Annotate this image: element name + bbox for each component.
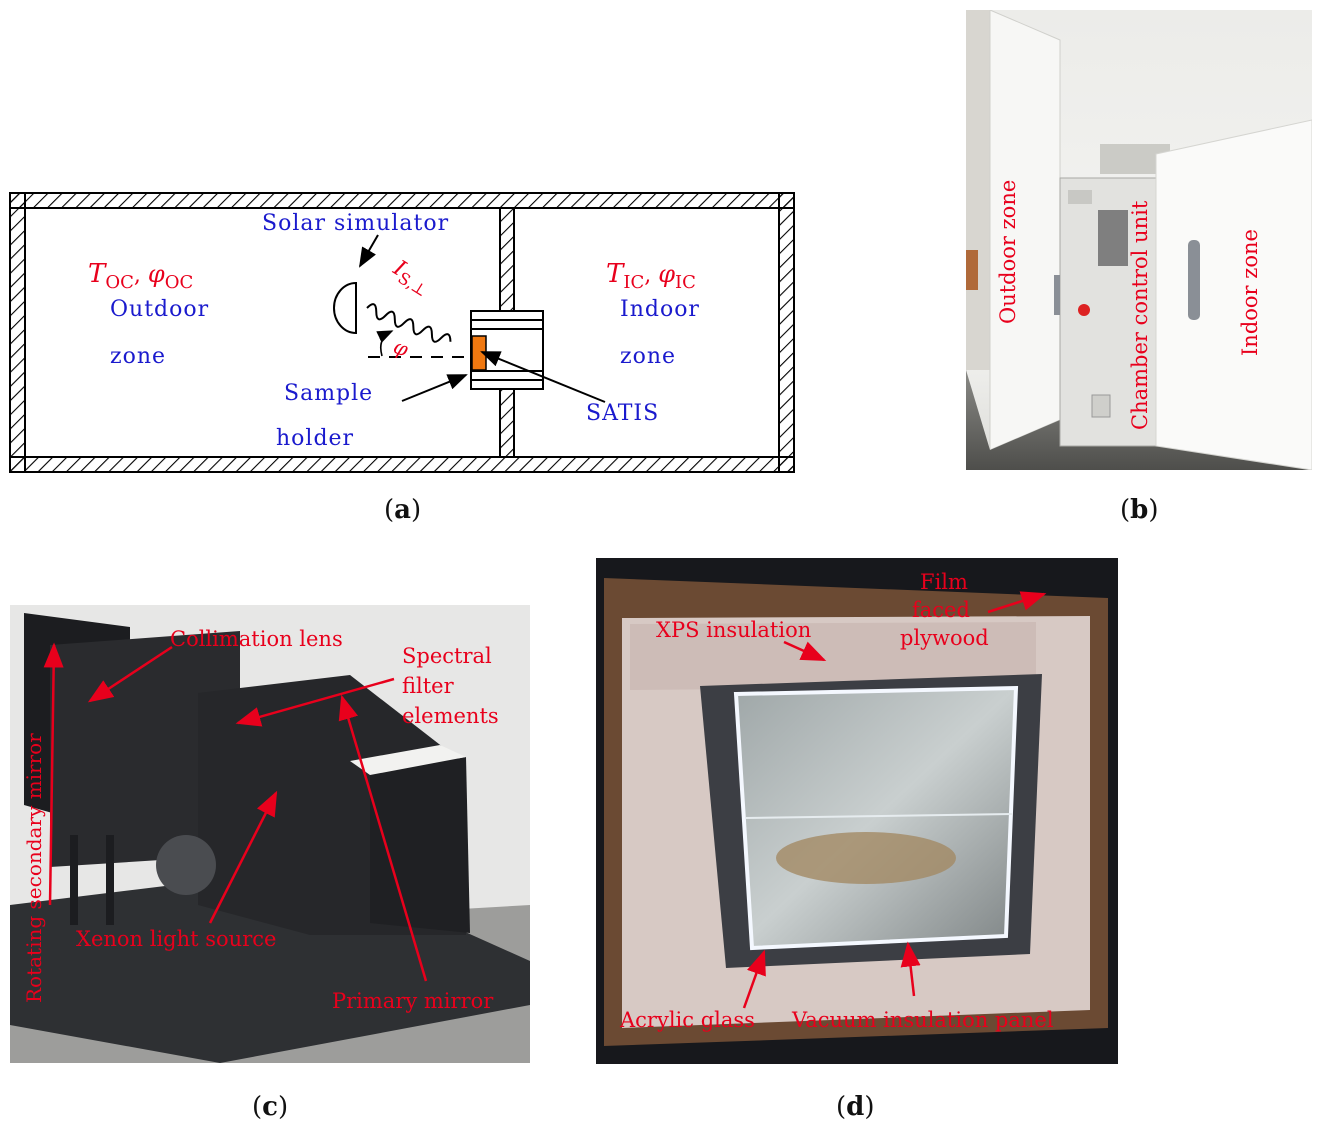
panel-d-photo: Film faced plywood XPS insulation Acryli… xyxy=(596,558,1118,1064)
solar-arrow xyxy=(358,234,379,268)
caption-c: (c) xyxy=(252,1092,289,1122)
xenon-light-label: Xenon light source xyxy=(76,927,277,951)
collimation-lens-label: Collimation lens xyxy=(170,627,343,651)
caption-d: (d) xyxy=(836,1092,875,1122)
rotating-mirror-label: Rotating secondary mirror xyxy=(22,733,46,1003)
sample-holder-illustration xyxy=(596,558,1118,1064)
sample-holder-arrow xyxy=(401,374,468,402)
indoor-state-label: TIC, φIC xyxy=(606,259,696,293)
outdoor-state-label: TOC, φOC xyxy=(88,259,193,293)
chamber-control-unit-label: Chamber control unit xyxy=(1128,200,1152,430)
chamber-illustration xyxy=(966,9,1313,471)
irradiance-wave xyxy=(366,303,452,343)
satis-label: SATIS xyxy=(586,401,659,426)
indoor-zone-line2: zone xyxy=(620,344,676,369)
spectral-filter-label: Spectral filter elements xyxy=(402,644,499,728)
solar-simulator-label: Solar simulator xyxy=(262,211,449,236)
indoor-zone-line1: Indoor xyxy=(620,297,700,322)
caption-b: (b) xyxy=(1120,495,1159,525)
panel-a-schematic: Solar simulator TOC, φOC Outdoor zone TI… xyxy=(9,192,795,473)
satis-frame xyxy=(470,310,544,390)
sample-holder-line1: Sample xyxy=(284,381,373,406)
chamber-walls xyxy=(9,192,795,473)
outdoor-zone-line2: zone xyxy=(110,344,166,369)
film-faced-plywood-label: Film faced plywood xyxy=(900,570,989,650)
acrylic-glass-label: Acrylic glass xyxy=(620,1008,755,1032)
primary-mirror-label: Primary mirror xyxy=(332,989,494,1013)
vacuum-insulation-panel-label: Vacuum insulation panel xyxy=(792,1008,1054,1032)
indoor-zone-label: Indoor zone xyxy=(1238,229,1262,356)
irradiance-label: IS,⊥ xyxy=(386,255,435,300)
angle-label: φ xyxy=(390,334,411,361)
xps-insulation-label: XPS insulation xyxy=(656,618,812,642)
panel-b-photo: Outdoor zone Chamber control unit Indoor… xyxy=(966,9,1313,471)
sample-holder-line2: holder xyxy=(276,426,354,451)
caption-a: (a) xyxy=(384,495,422,525)
outdoor-zone-label: Outdoor zone xyxy=(996,179,1020,324)
solar-simulator-illustration xyxy=(10,605,530,1063)
panel-c-photo: Collimation lens Spectral filter element… xyxy=(10,605,530,1063)
angle-arc xyxy=(376,330,394,357)
satis-arrow xyxy=(480,351,606,403)
outdoor-zone-line1: Outdoor xyxy=(110,297,209,322)
solar-lamp-shape xyxy=(333,281,357,335)
